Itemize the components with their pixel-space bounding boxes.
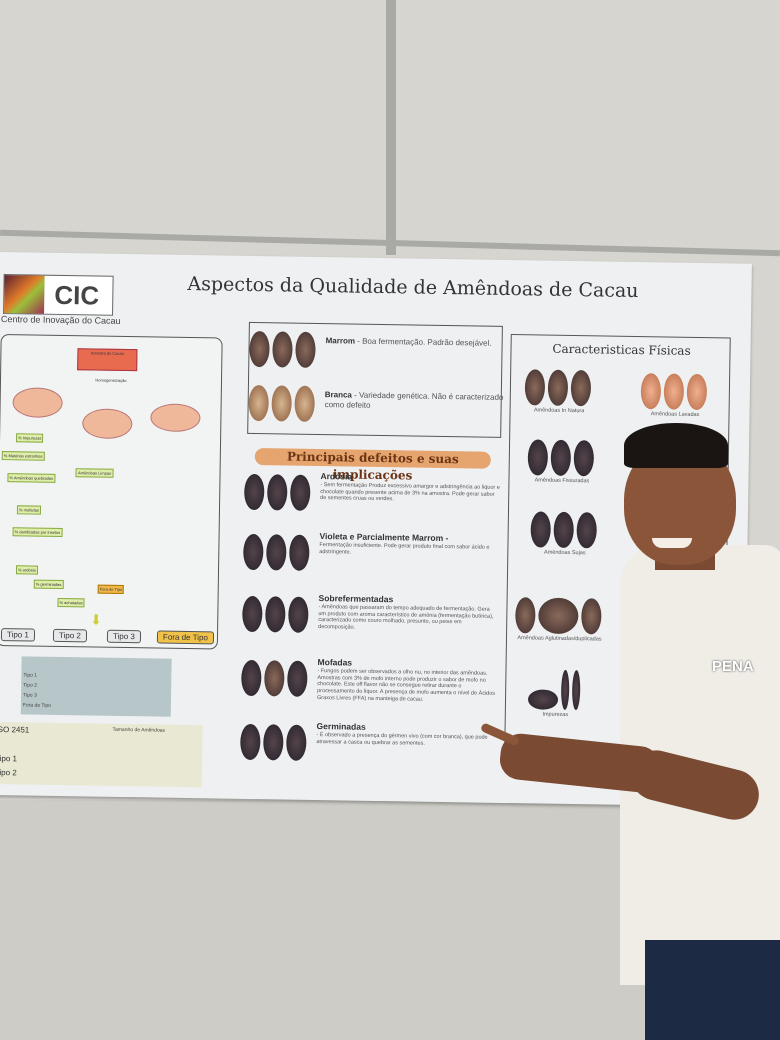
bean-group: Amêndoas Fissuradas	[527, 439, 597, 484]
flow-node: % germinadas	[33, 579, 64, 590]
defect-item: Ardósia- Sem fermentação Produz excessiv…	[243, 470, 505, 524]
bean-group: Amêndoas Aglutinadas/duplicadas	[515, 597, 605, 642]
flow-node: % mofadas	[16, 505, 42, 515]
physical-box: Caracteristicas Físicas Amêndoas In Natu…	[504, 334, 731, 756]
row-label: Tipo 2	[0, 767, 17, 778]
good-item-branca: Branca - Variedade genética. Não é carac…	[248, 381, 509, 435]
flow-node: Fora de Tipo	[97, 584, 125, 594]
flow-top: Amostra do Cacau	[77, 348, 138, 372]
group-label: Amêndoas Sujas	[544, 549, 586, 557]
good-desc: - Boa fermentação. Padrão desejável.	[357, 336, 492, 348]
defect-sub: Fermentação insuficiente.	[319, 541, 383, 549]
defect-desc: Amostras com 3% de mofo interno pode pro…	[316, 674, 496, 703]
defect-sub: - Sem fermentação	[320, 481, 368, 489]
bean-group: Amêndoas In Natura	[524, 369, 595, 415]
defects-banner: Principais defeitos e suas implicações	[254, 448, 491, 483]
defect-item: Violeta e Parcialmente Marrom -Fermentaç…	[243, 530, 504, 584]
cacao-logo-icon	[4, 275, 45, 314]
poster-title: Aspectos da Qualidade de Amêndoas de Cac…	[187, 272, 639, 303]
size-header: Tamanho de Amêndoas	[112, 726, 166, 734]
flow-step: Homogeneização	[95, 377, 127, 384]
wall-seam	[386, 0, 396, 255]
defect-item: Sobrefermentadas- Amêndoas que passaram …	[242, 592, 503, 646]
group-label: Amêndoas Aglutinadas/duplicadas	[517, 635, 602, 643]
good-name: Marrom	[325, 336, 356, 346]
bean-group: Impurezas	[527, 669, 584, 718]
flow-node: % ardósia	[15, 565, 38, 575]
classification-table: Tipo 1 Tipo 2 Tipo 3 Fora de Tipo	[20, 656, 172, 717]
row-label: Tipo 1	[0, 753, 18, 764]
flow-ellipse	[82, 408, 133, 440]
good-desc: - Variedade genética. Não é caracterizad…	[324, 390, 504, 410]
flow-ellipse	[150, 403, 201, 433]
defect-item: Germinadas- É observado a presença do gé…	[240, 720, 501, 774]
flow-node: % danificadas por insetos	[12, 527, 63, 538]
flow-node: % Amêndoas quebradas	[7, 473, 56, 483]
flow-node: % achatadas	[57, 597, 85, 608]
tipo-2: Tipo 2	[52, 628, 88, 643]
group-label: Amêndoas In Natura	[533, 407, 585, 415]
wall-bottom	[0, 800, 780, 1040]
good-beans-box: Marrom - Boa fermentação. Padrão desejáv…	[247, 321, 503, 438]
tipo-3: Tipo 3	[106, 629, 142, 644]
flowchart: Amostra do Cacau Homogeneização % Impure…	[0, 334, 223, 650]
group-label: Amêndoas Lavadas	[650, 411, 700, 419]
bean-group: Amêndoas Sujas	[530, 511, 600, 556]
group-label: Amêndoas Fissuradas	[534, 477, 590, 485]
fora-de-tipo: Fora de Tipo	[156, 630, 214, 645]
flow-node: % Impurezas	[16, 433, 44, 443]
good-item-marrom: Marrom - Boa fermentação. Padrão desejáv…	[249, 327, 510, 381]
logo-text: CIC	[54, 279, 100, 311]
group-label: Impurezas	[542, 711, 569, 718]
cic-logo: CIC	[3, 274, 114, 316]
flow-ellipse	[12, 387, 63, 419]
bean-group: Amêndoas Lavadas	[640, 373, 710, 418]
row-label: Tipo 1	[23, 672, 38, 679]
defect-item: Mofadas- Fungos podem ser observados a o…	[241, 656, 502, 710]
row-label: Tipo 2	[23, 682, 37, 689]
defects-list: Ardósia- Sem fermentação Produz excessiv…	[240, 470, 507, 764]
iso-label: ISO 2451	[0, 724, 30, 735]
row-label: Tipo 3	[22, 692, 37, 699]
poster: Aspectos da Qualidade de Amêndoas de Cac…	[0, 252, 752, 807]
physical-title: Caracteristicas Físicas	[552, 341, 691, 358]
iso-table: ISO 2451 Tamanho de Amêndoas Tipo 1 Tipo…	[0, 721, 203, 788]
flow-node: % Matérias estranhas	[1, 451, 45, 461]
defect-sub: - É observado a presença do gérmen vivo …	[316, 731, 488, 747]
logo-subtitle: Centro de Inovação do Cacau	[0, 314, 121, 326]
tipo-1: Tipo 1	[0, 628, 36, 642]
good-name: Branca	[324, 390, 352, 400]
arrow-down-icon: ⬇	[90, 611, 103, 628]
flow-node: Amêndoas Limpas	[75, 468, 114, 478]
row-label: Fora de Tipo	[22, 702, 52, 709]
